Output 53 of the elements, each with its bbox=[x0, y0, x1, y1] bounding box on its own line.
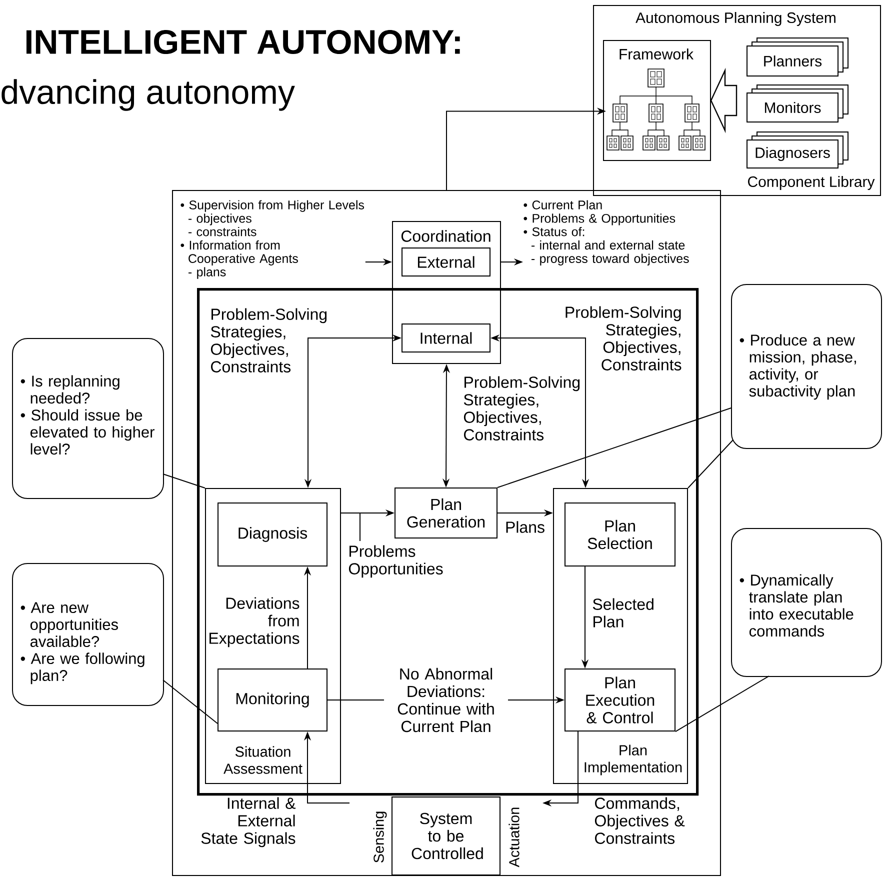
leader-line bbox=[688, 440, 734, 488]
leader-line bbox=[497, 408, 732, 488]
stacked-box: Diagnosers bbox=[746, 132, 848, 168]
edge-label: Commands, Objectives & Constraints bbox=[594, 797, 685, 844]
list-item: • Should issue be elevated to higher level? bbox=[20, 409, 154, 455]
leader-line bbox=[675, 676, 770, 732]
leader-line bbox=[162, 680, 218, 724]
list-item: • Are new opportunities available? bbox=[20, 602, 118, 648]
tree-drawing bbox=[606, 68, 706, 150]
process-box: Diagnosis bbox=[218, 502, 328, 566]
list-item: - plans bbox=[188, 267, 226, 279]
process-box: System to be Controlled Sensing Actuation bbox=[373, 796, 520, 876]
edge-label: No Abnormal Deviations: Continue with Current Plan bbox=[384, 666, 508, 734]
frame-box bbox=[197, 288, 699, 796]
node-label: Sensing bbox=[373, 812, 387, 863]
edge-label: Deviations from Expectations bbox=[210, 597, 300, 648]
list-item: • Produce a new mission, phase, activity, or subactivity plan bbox=[740, 334, 856, 400]
edge-label: Problem-Solving Strategies, Objectives, Constraints bbox=[566, 306, 682, 370]
list-item: • Information from Cooperative Agents bbox=[180, 240, 298, 266]
list-item: - constraints bbox=[188, 227, 256, 236]
process-box: Plan Execution & Control bbox=[564, 668, 676, 732]
node-label: Actuation bbox=[508, 808, 520, 868]
frame-box bbox=[172, 190, 721, 876]
process-box: Internal bbox=[402, 324, 490, 352]
list-item: • Problems & Opportunities bbox=[524, 214, 676, 226]
callout-bubble bbox=[731, 528, 882, 677]
list-item: • Is replanning needed? bbox=[20, 375, 120, 404]
edge-label: Problem-Solving Strategies, Objectives, Constraints bbox=[210, 308, 327, 372]
subtitle: dvancing autonomy bbox=[2, 79, 295, 111]
process-box: External bbox=[402, 248, 490, 276]
edge-label: Problem-Solving Strategies, Objectives, Constraints bbox=[464, 376, 580, 440]
callout-bubble bbox=[12, 563, 164, 706]
list-item: • Dynamically translate plan into executable commands bbox=[740, 574, 854, 637]
list-item: - objectives bbox=[188, 214, 252, 226]
block-arrow bbox=[710, 68, 738, 134]
list-item: • Current Plan bbox=[524, 200, 602, 210]
list-item: - internal and external state bbox=[532, 240, 685, 250]
process-box: Plan Selection bbox=[564, 502, 676, 566]
process-box: Plan Generation bbox=[394, 488, 498, 538]
edge-label: Selected Plan bbox=[592, 598, 654, 628]
edge-label: Internal & External State Signals bbox=[201, 797, 296, 848]
list-item: • Supervision from Higher Levels bbox=[180, 200, 364, 212]
callout-bubble bbox=[12, 338, 164, 499]
stacked-box: Monitors bbox=[746, 84, 848, 122]
list-item: • Status of: bbox=[524, 227, 584, 236]
title: INTELLIGENT AUTONOMY: bbox=[26, 30, 460, 54]
process-box: Monitoring bbox=[218, 668, 328, 732]
edge-label: Plans bbox=[506, 521, 544, 533]
list-item: - progress toward objectives bbox=[532, 254, 689, 266]
framework-box: Framework bbox=[603, 40, 711, 161]
callout-bubble bbox=[731, 284, 882, 449]
list-item: • Are we following plan? bbox=[20, 652, 144, 684]
stacked-box: Planners bbox=[746, 38, 848, 76]
